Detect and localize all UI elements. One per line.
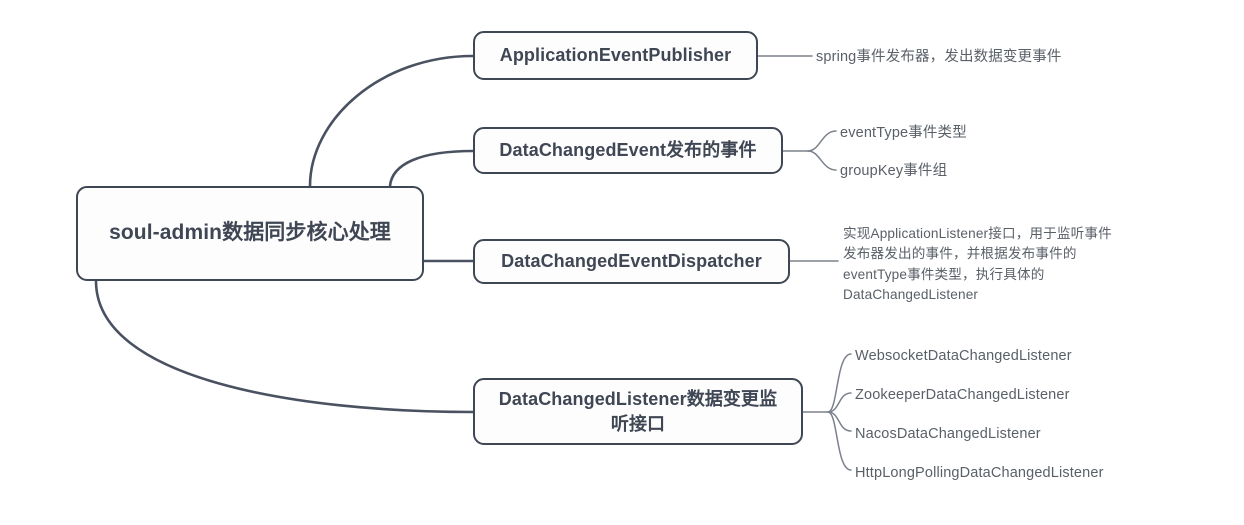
leaf-publisher-note: spring事件发布器，发出数据变更事件 bbox=[816, 49, 1062, 65]
node-data-changed-listener[interactable]: DataChangedListener数据变更监听接口 bbox=[473, 378, 803, 445]
node-label: DataChangedEvent发布的事件 bbox=[499, 140, 757, 161]
edge-listener-to-nacos bbox=[827, 411, 852, 432]
edge-listener-to-http bbox=[827, 411, 852, 471]
node-label: ApplicationEventPublisher bbox=[499, 45, 732, 66]
leaf-nacos-data-changed-listener: NacosDataChangedListener bbox=[855, 426, 1041, 442]
leaf-zookeeper-data-changed-listener: ZookeeperDataChangedListener bbox=[855, 387, 1070, 403]
edge-listener-to-websocket bbox=[827, 353, 852, 413]
node-data-changed-event[interactable]: DataChangedEvent发布的事件 bbox=[473, 127, 783, 174]
leaf-dispatcher-note: 实现ApplicationListener接口，用于监听事件 发布器发出的事件，… bbox=[843, 226, 1112, 303]
leaf-http-long-polling-data-changed-listener: HttpLongPollingDataChangedListener bbox=[855, 465, 1104, 481]
node-data-changed-event-dispatcher[interactable]: DataChangedEventDispatcher bbox=[473, 239, 790, 284]
edge-root-to-publisher bbox=[308, 54, 475, 188]
edge-listener-to-zookeeper bbox=[827, 392, 852, 413]
node-label: DataChangedEventDispatcher bbox=[501, 251, 762, 272]
leaf-group-key: groupKey事件组 bbox=[840, 163, 948, 179]
node-label: DataChangedListener数据变更监听接口 bbox=[498, 388, 778, 434]
edge-event-to-groupkey bbox=[807, 150, 837, 171]
root-node-label: soul-admin数据同步核心处理 bbox=[109, 221, 391, 245]
leaf-websocket-data-changed-listener: WebsocketDataChangedListener bbox=[855, 348, 1072, 364]
leaf-event-type: eventType事件类型 bbox=[840, 125, 967, 141]
edge-root-to-listener bbox=[94, 279, 475, 414]
edge-event-to-eventtype bbox=[807, 130, 837, 152]
node-application-event-publisher[interactable]: ApplicationEventPublisher bbox=[473, 31, 758, 80]
root-node[interactable]: soul-admin数据同步核心处理 bbox=[76, 186, 424, 281]
edge-root-to-event bbox=[388, 149, 475, 188]
